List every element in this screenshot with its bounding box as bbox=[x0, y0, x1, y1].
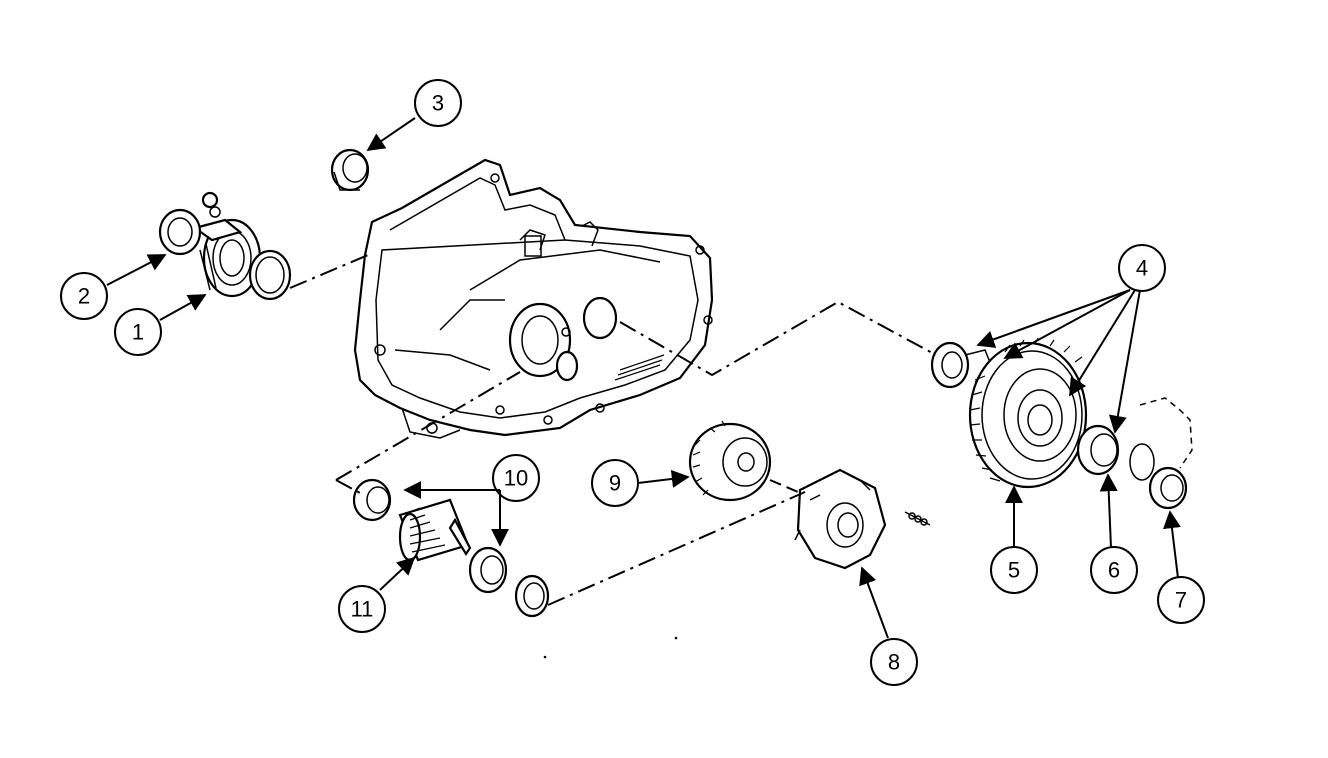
callout-11: 11 bbox=[338, 585, 386, 633]
callout-label-7: 7 bbox=[1175, 588, 1187, 613]
callout-2: 2 bbox=[60, 272, 108, 320]
callout-4: 4 bbox=[1118, 244, 1166, 292]
callout-1: 1 bbox=[114, 308, 162, 356]
part-1-housing bbox=[192, 218, 292, 301]
callout-7: 7 bbox=[1157, 576, 1205, 624]
callout-10: 10 bbox=[492, 454, 540, 502]
part-8-carrier bbox=[794, 468, 931, 570]
part-2-seal bbox=[158, 191, 221, 256]
callout-label-4: 4 bbox=[1136, 256, 1148, 281]
callout-8: 8 bbox=[870, 638, 918, 686]
callout-label-6: 6 bbox=[1108, 558, 1120, 583]
scan-speck bbox=[674, 636, 678, 640]
callout-label-9: 9 bbox=[609, 471, 621, 496]
part-7-bearing-race bbox=[1139, 397, 1193, 510]
callout-5: 5 bbox=[990, 546, 1038, 594]
callout-3: 3 bbox=[414, 79, 462, 127]
leader-arrows bbox=[106, 117, 1181, 639]
part-11-shaft bbox=[398, 498, 472, 562]
callout-label-1: 1 bbox=[132, 320, 144, 345]
scan-speck bbox=[543, 655, 547, 659]
callout-label-8: 8 bbox=[888, 650, 900, 675]
part-3-bushing bbox=[330, 148, 370, 192]
callout-label-11: 11 bbox=[351, 597, 374, 622]
part-6-bearing bbox=[1076, 424, 1155, 481]
part-10-bearing-right bbox=[468, 546, 550, 618]
part-9-gear bbox=[688, 420, 772, 502]
callout-label-3: 3 bbox=[432, 91, 444, 116]
callout-9: 9 bbox=[591, 459, 639, 507]
part-10-bearing-left bbox=[352, 478, 392, 522]
callout-label-5: 5 bbox=[1008, 558, 1020, 583]
transaxle-case bbox=[353, 158, 714, 439]
assembly-centerlines bbox=[289, 254, 937, 606]
callout-label-10: 10 bbox=[504, 466, 528, 491]
callout-6: 6 bbox=[1090, 546, 1138, 594]
callout-label-2: 2 bbox=[78, 284, 90, 309]
part-5-differential-gear bbox=[930, 337, 1088, 489]
